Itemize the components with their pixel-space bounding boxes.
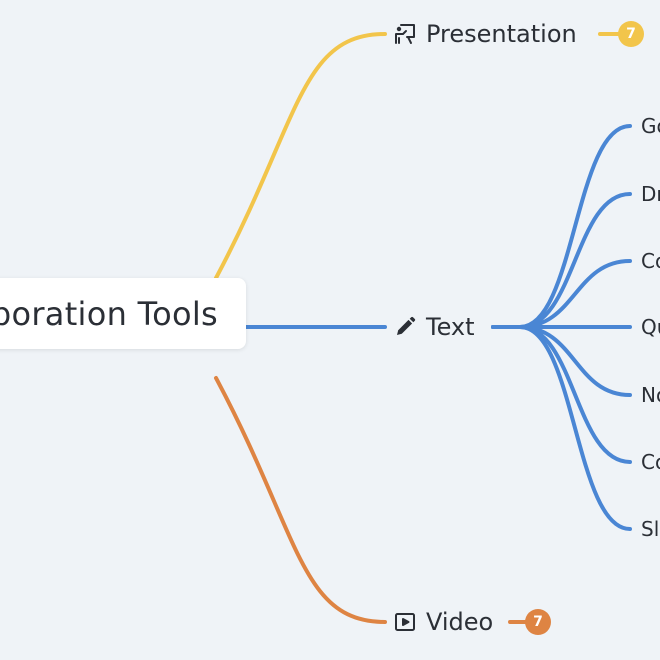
connector-text-child bbox=[491, 325, 632, 531]
connector-text-child bbox=[491, 124, 632, 329]
root-node[interactable]: Collaboration Tools bbox=[0, 278, 246, 349]
branch-video[interactable]: Video bbox=[393, 606, 493, 638]
text-child-node[interactable]: No bbox=[641, 383, 660, 407]
presentation-icon bbox=[393, 22, 417, 46]
text-child-node[interactable]: Dr bbox=[641, 182, 660, 206]
branch-presentation[interactable]: Presentation bbox=[393, 18, 577, 50]
branch-video-label: Video bbox=[426, 608, 494, 636]
video-play-icon bbox=[393, 610, 417, 634]
branch-text-label: Text bbox=[426, 313, 475, 341]
pencil-icon bbox=[393, 315, 417, 339]
text-child-node[interactable]: Sl bbox=[641, 517, 660, 541]
text-child-node[interactable]: Go bbox=[641, 114, 660, 138]
connector-presentation bbox=[214, 32, 387, 280]
text-child-node[interactable]: Co bbox=[641, 249, 660, 273]
branch-presentation-label: Presentation bbox=[426, 20, 577, 48]
text-child-node[interactable]: Qu bbox=[641, 315, 660, 339]
root-node-label: Collaboration Tools bbox=[0, 294, 218, 333]
connector-video bbox=[214, 376, 387, 624]
text-children-connectors bbox=[491, 124, 632, 531]
branch-text[interactable]: Text bbox=[393, 311, 475, 343]
presentation-count-badge[interactable]: 7 bbox=[618, 21, 644, 47]
text-child-node[interactable]: Co bbox=[641, 450, 660, 474]
video-count-badge[interactable]: 7 bbox=[525, 609, 551, 635]
